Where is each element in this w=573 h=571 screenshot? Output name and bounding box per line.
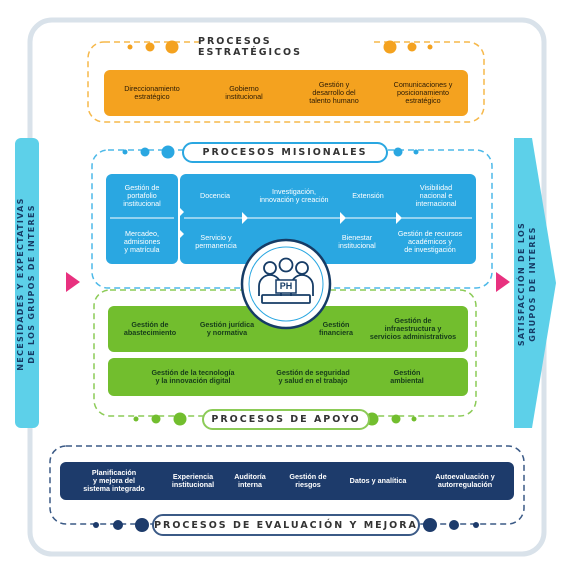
support-item[interactable]: Gestión de seguridad y salud en el traba… — [276, 367, 350, 385]
missional-item[interactable]: Gestión de recursos académicos y de inve… — [397, 228, 463, 255]
support-item[interactable]: Gestión jurídica y normativa — [199, 319, 255, 337]
evaluation-item[interactable]: Experiencia institucional — [171, 471, 215, 489]
evaluation-title: PROCESOS DE EVALUACIÓN Y MEJORA — [152, 514, 420, 536]
support-item[interactable]: Gestión ambiental — [390, 367, 424, 385]
evaluation-item[interactable]: Datos y analítica — [349, 475, 407, 485]
right-side-label: SATISFACCIÓN DE LOS GRUPOS DE INTERES — [517, 221, 537, 347]
support-item[interactable]: Gestión financiera — [319, 319, 353, 337]
evaluation-item[interactable]: Auditoría interna — [234, 471, 266, 489]
missional-item[interactable]: Servicio y permanencia — [195, 232, 237, 250]
support-item[interactable]: Gestión de la tecnología y la innovación… — [151, 367, 235, 385]
missional-item[interactable]: Investigación, innovación y creación — [259, 186, 329, 204]
strategic-item[interactable]: Gobierno institucional — [225, 83, 263, 101]
missional-title: PROCESOS MISIONALES — [182, 142, 388, 163]
missional-item[interactable]: Gestión de portafolio institucional — [123, 182, 161, 209]
strategic-item[interactable]: Comunicaciones y posicionamiento estraté… — [393, 79, 453, 106]
evaluation-item[interactable]: Autoevaluación y autorregulación — [435, 471, 495, 489]
left-arrow-band — [15, 138, 80, 428]
support-item[interactable]: Gestión de infraestructura y servicios a… — [369, 315, 457, 342]
missional-item[interactable]: Docencia — [200, 190, 230, 200]
missional-item[interactable]: Bienestar institucional — [338, 232, 376, 250]
left-side-label: NECESIDADES Y EXPECTATIVAS DE LOS GRUPOS… — [16, 197, 36, 371]
strategic-item[interactable]: Direccionamiento estratégico — [124, 83, 180, 101]
strategic-item[interactable]: Gestión y desarrollo del talento humano — [309, 79, 359, 106]
evaluation-dots — [93, 518, 479, 532]
support-item[interactable]: Gestión de abastecimiento — [123, 319, 177, 337]
missional-item[interactable]: Extensión — [352, 190, 384, 200]
support-title: PROCESOS DE APOYO — [202, 409, 370, 430]
evaluation-dashed-frame — [49, 445, 525, 525]
right-pink-arrow — [496, 272, 510, 292]
missional-item[interactable]: Mercadeo, admisiones y matrícula — [123, 228, 161, 255]
left-pink-arrow — [66, 272, 80, 292]
center-logo-icon — [240, 238, 332, 330]
strategic-dots — [127, 40, 433, 54]
strategic-block — [104, 70, 468, 116]
evaluation-item[interactable]: Planificación y mejora del sistema integ… — [83, 467, 145, 494]
support-row2-block — [108, 358, 468, 396]
missional-main-block — [180, 174, 476, 264]
missional-item[interactable]: Visibilidad nacional e internacional — [415, 182, 457, 209]
evaluation-block — [60, 462, 514, 500]
center-logo-text: PH — [279, 281, 293, 291]
right-arrow-band — [496, 138, 556, 428]
strategic-title: PROCESOS ESTRATÉGICOS — [198, 36, 374, 58]
evaluation-item[interactable]: Gestión de riesgos — [289, 471, 327, 489]
missional-left-block — [106, 174, 178, 264]
